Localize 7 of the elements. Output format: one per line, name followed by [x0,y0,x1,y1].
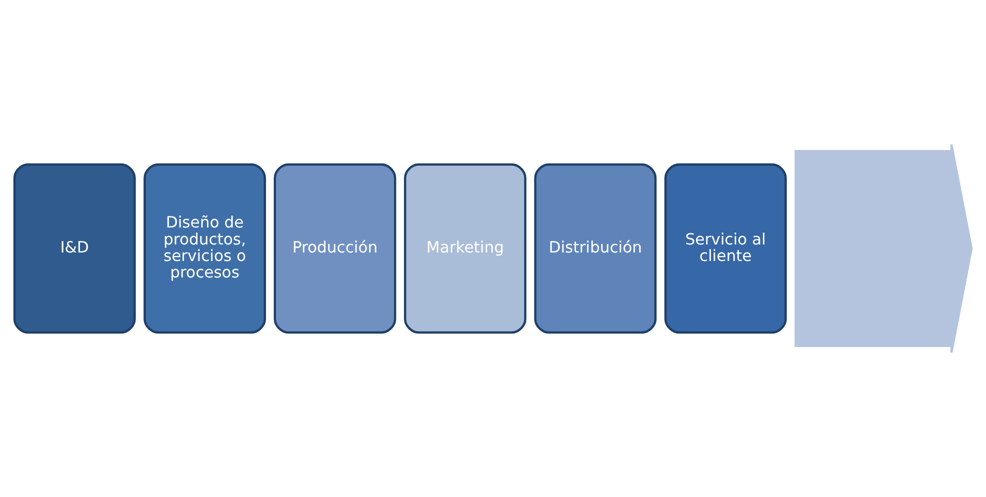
node-box: Servicio al cliente [664,163,787,334]
node-box: I&D [13,163,136,334]
node-box: Marketing [404,163,526,334]
node-box: Distribución [534,163,657,334]
node-box: Producción [274,163,396,334]
node-arrow [794,143,973,354]
node-box: Diseño de productos, servicios o procesos [144,163,266,334]
